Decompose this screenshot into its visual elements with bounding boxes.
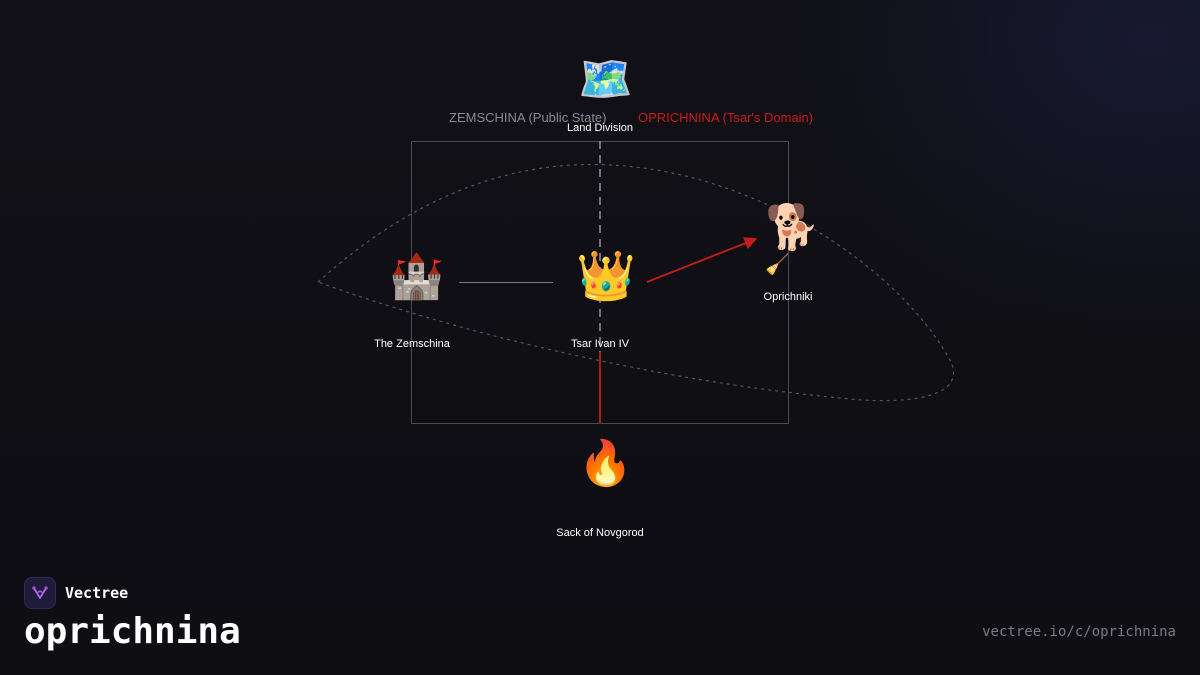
page-url[interactable]: vectree.io/c/oprichnina xyxy=(982,624,1176,640)
crown-icon: 👑 xyxy=(576,248,636,304)
page-title: oprichnina xyxy=(24,611,241,652)
region-label-oprichnina: OPRICHNINA (Tsar's Domain) xyxy=(638,110,814,125)
region-label-zemschina: ZEMSCHINA (Public State) xyxy=(449,110,607,125)
castle-icon: 🏰 xyxy=(389,251,444,302)
label-zemschina: The Zemschina xyxy=(374,338,450,350)
orbit-ellipse xyxy=(316,163,954,402)
world-map-icon: 🗺️ xyxy=(578,54,633,105)
fire-icon: 🔥 xyxy=(578,438,633,489)
brand: Vectree xyxy=(24,577,128,609)
dog-icon: 🐕 xyxy=(765,202,820,253)
label-land-division: Land Division xyxy=(566,122,634,134)
label-sack-of-novgorod: Sack of Novgorod xyxy=(556,527,644,539)
arrow-tsar-oprichniki xyxy=(646,237,758,283)
brand-name: Vectree xyxy=(65,584,129,602)
vectree-logo-icon xyxy=(24,577,56,609)
broom-icon: 🧹 xyxy=(765,252,790,276)
label-oprichniki: Oprichniki xyxy=(763,291,813,303)
label-tsar-ivan: Tsar Ivan IV xyxy=(570,338,630,350)
